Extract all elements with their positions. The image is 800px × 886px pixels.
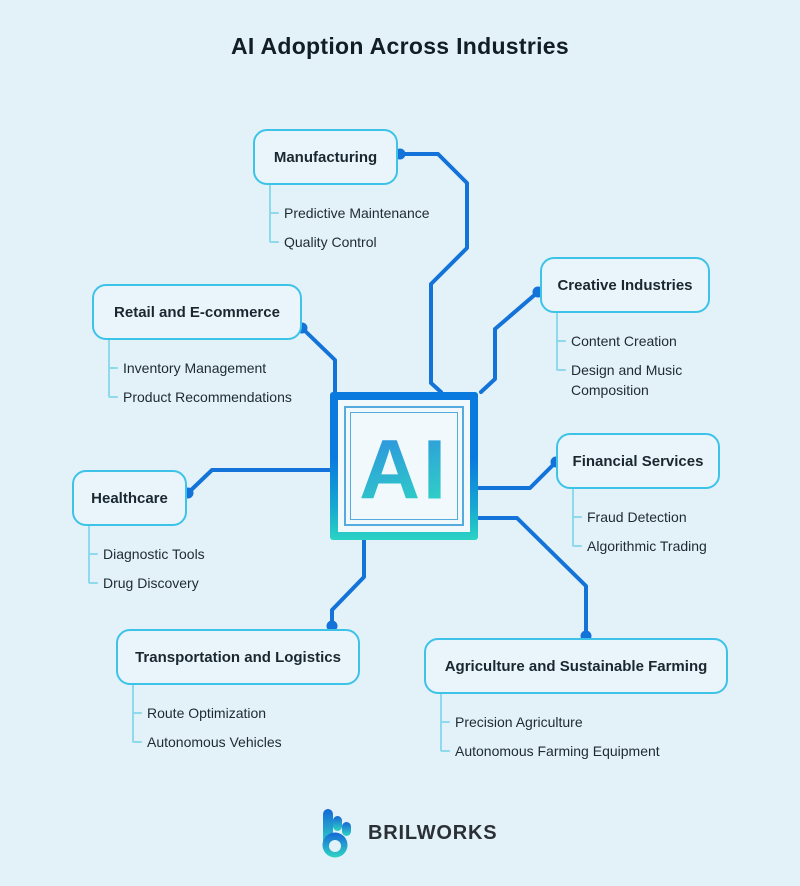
node-manufacturing: Manufacturing	[253, 129, 398, 185]
branch-manufacturing: Predictive Maintenance Quality Control	[269, 185, 430, 261]
node-label: Healthcare	[91, 489, 168, 507]
branch-agriculture-farming: Precision Agriculture Autonomous Farming…	[440, 694, 660, 770]
tree-line	[269, 185, 271, 243]
list-item: Quality Control	[269, 232, 430, 252]
connector-manufacturing	[398, 152, 469, 394]
node-label: Agriculture and Sustainable Farming	[444, 657, 708, 675]
tree-line	[108, 340, 110, 398]
node-label: Creative Industries	[557, 276, 693, 294]
ai-inner-border-2: AI	[350, 412, 458, 520]
list-item: Drug Discovery	[88, 573, 205, 593]
branch-retail-ecommerce: Inventory Management Product Recommendat…	[108, 340, 292, 416]
brilworks-logo-icon	[322, 809, 351, 858]
branch-healthcare: Diagnostic Tools Drug Discovery	[88, 526, 205, 602]
branch-creative-industries: Content Creation Design and Music Compos…	[556, 313, 709, 409]
connector-financial	[477, 460, 558, 490]
ai-inner-border-1: AI	[344, 406, 464, 526]
ai-label-graphic: AI	[359, 422, 449, 516]
node-label: Financial Services	[572, 452, 704, 470]
tree-line	[88, 526, 90, 584]
ai-chip-frame: AI	[338, 400, 470, 532]
tree-line	[572, 489, 574, 547]
list-item: Algorithmic Trading	[572, 536, 707, 556]
connector-retail	[300, 326, 337, 395]
list-item: Product Recommendations	[108, 387, 292, 407]
tree-line	[440, 694, 442, 752]
node-financial-services: Financial Services	[556, 433, 720, 489]
connector-transportation	[330, 538, 366, 628]
node-label: Manufacturing	[273, 148, 378, 166]
node-label: Transportation and Logistics	[135, 648, 341, 666]
node-creative-industries: Creative Industries	[540, 257, 710, 313]
connector-creative-industries	[479, 290, 540, 394]
dot-transportation	[326, 620, 338, 632]
tree-line	[556, 313, 558, 371]
connector-healthcare	[186, 468, 335, 495]
brand-name: BRILWORKS	[368, 821, 498, 844]
page-title: AI Adoption Across Industries	[231, 33, 569, 59]
list-item: Precision Agriculture	[440, 712, 660, 732]
tree-line	[132, 685, 134, 743]
brand-footer: BRILWORKS	[322, 808, 497, 858]
list-item: Diagnostic Tools	[88, 544, 205, 564]
node-healthcare: Healthcare	[72, 470, 187, 526]
list-item: Design and Music Composition	[556, 360, 709, 400]
list-item: Route Optimization	[132, 703, 282, 723]
node-retail-ecommerce: Retail and E-commerce	[92, 284, 302, 340]
node-agriculture-farming: Agriculture and Sustainable Farming	[424, 638, 728, 694]
list-item: Autonomous Farming Equipment	[440, 741, 660, 761]
ai-center-node: AI	[330, 392, 478, 540]
list-item: Autonomous Vehicles	[132, 732, 282, 752]
list-item: Content Creation	[556, 331, 709, 351]
node-transportation-logistics: Transportation and Logistics	[116, 629, 360, 685]
connector-agriculture	[477, 516, 588, 638]
ai-label: AI	[359, 422, 449, 516]
branch-transportation-logistics: Route Optimization Autonomous Vehicles	[132, 685, 282, 761]
list-item: Inventory Management	[108, 358, 292, 378]
list-item: Predictive Maintenance	[269, 203, 430, 223]
list-item: Fraud Detection	[572, 507, 707, 527]
branch-financial-services: Fraud Detection Algorithmic Trading	[572, 489, 707, 565]
node-label: Retail and E-commerce	[114, 303, 280, 321]
